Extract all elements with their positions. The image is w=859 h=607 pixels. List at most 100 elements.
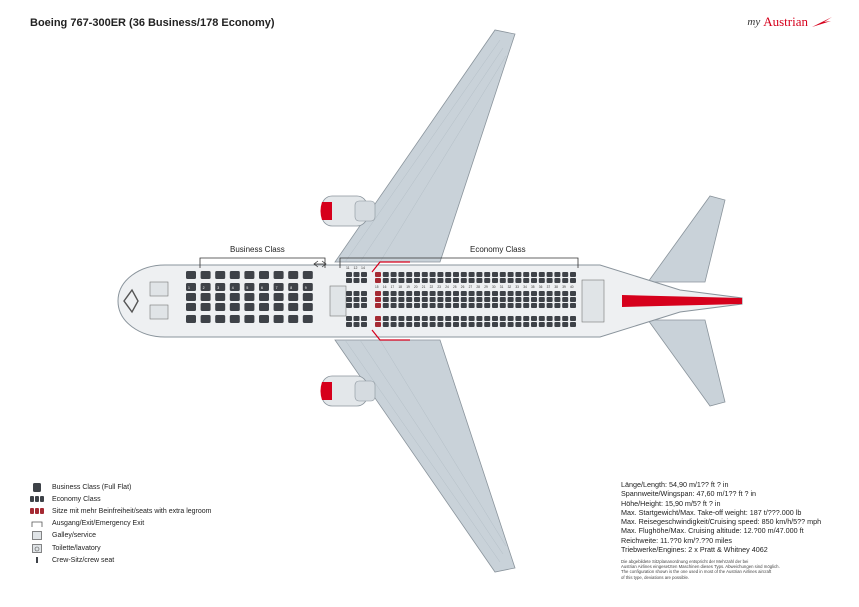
economy-seat[interactable] [406, 291, 413, 296]
economy-seat[interactable] [382, 297, 389, 302]
economy-seat[interactable] [507, 278, 514, 283]
economy-seat[interactable] [507, 322, 514, 327]
economy-seat[interactable] [390, 316, 397, 321]
economy-seat[interactable] [346, 303, 352, 308]
economy-seat[interactable] [414, 303, 420, 308]
economy-seat[interactable] [406, 272, 413, 277]
economy-seat[interactable] [398, 291, 405, 296]
economy-seat[interactable] [460, 316, 467, 321]
economy-seat[interactable] [546, 278, 553, 283]
economy-seat[interactable] [468, 272, 475, 277]
economy-seat[interactable] [570, 322, 576, 327]
economy-seat[interactable] [361, 322, 367, 327]
economy-seat[interactable] [570, 297, 576, 302]
economy-seat[interactable] [445, 291, 452, 296]
economy-seat[interactable] [468, 291, 475, 296]
business-seat[interactable] [229, 293, 240, 301]
economy-seat[interactable] [390, 303, 397, 308]
economy-seat[interactable] [476, 297, 483, 302]
economy-seat[interactable] [515, 272, 522, 277]
economy-seat[interactable] [515, 297, 522, 302]
economy-seat[interactable] [499, 322, 506, 327]
economy-seat[interactable] [353, 272, 360, 277]
economy-seat[interactable] [445, 322, 452, 327]
economy-seat[interactable] [460, 278, 467, 283]
economy-seat[interactable] [382, 303, 389, 308]
business-seat[interactable] [259, 283, 269, 291]
business-seat[interactable] [288, 303, 299, 311]
economy-seat[interactable] [421, 322, 428, 327]
economy-seat[interactable] [538, 322, 545, 327]
economy-seat[interactable] [554, 303, 561, 308]
business-seat[interactable] [215, 283, 226, 291]
economy-seat[interactable] [531, 272, 537, 277]
economy-seat[interactable] [460, 291, 467, 296]
extra-legroom-seat[interactable] [375, 303, 381, 308]
economy-seat[interactable] [353, 322, 360, 327]
economy-seat[interactable] [429, 303, 436, 308]
economy-seat[interactable] [414, 291, 420, 296]
economy-seat[interactable] [406, 322, 413, 327]
business-seat[interactable] [186, 293, 196, 301]
economy-seat[interactable] [398, 322, 405, 327]
business-seat[interactable] [200, 303, 211, 311]
business-seat[interactable] [186, 303, 196, 311]
business-seat[interactable] [259, 315, 269, 323]
economy-seat[interactable] [414, 297, 420, 302]
extra-legroom-seat[interactable] [375, 322, 381, 327]
business-seat[interactable] [302, 271, 313, 279]
economy-seat[interactable] [562, 272, 569, 277]
business-seat[interactable] [302, 315, 313, 323]
economy-seat[interactable] [538, 291, 545, 296]
economy-seat[interactable] [414, 322, 420, 327]
economy-seat[interactable] [562, 297, 569, 302]
business-seat[interactable] [229, 315, 240, 323]
economy-seat[interactable] [531, 278, 537, 283]
economy-seat[interactable] [531, 303, 537, 308]
business-seat[interactable] [244, 293, 255, 301]
business-seat[interactable] [215, 293, 226, 301]
business-seat[interactable] [244, 283, 255, 291]
business-seat[interactable] [302, 293, 313, 301]
economy-seat[interactable] [562, 322, 569, 327]
economy-seat[interactable] [361, 297, 367, 302]
economy-seat[interactable] [445, 272, 452, 277]
economy-seat[interactable] [476, 291, 483, 296]
economy-seat[interactable] [353, 297, 360, 302]
economy-seat[interactable] [499, 297, 506, 302]
economy-seat[interactable] [361, 316, 367, 321]
economy-seat[interactable] [562, 303, 569, 308]
economy-seat[interactable] [361, 278, 367, 283]
economy-seat[interactable] [346, 272, 352, 277]
business-seat[interactable] [229, 303, 240, 311]
economy-seat[interactable] [429, 316, 436, 321]
business-seat[interactable] [215, 315, 226, 323]
economy-seat[interactable] [538, 272, 545, 277]
economy-seat[interactable] [554, 291, 561, 296]
extra-legroom-seat[interactable] [375, 272, 381, 277]
economy-seat[interactable] [499, 303, 506, 308]
economy-seat[interactable] [437, 303, 444, 308]
business-seat[interactable] [259, 271, 269, 279]
economy-seat[interactable] [554, 322, 561, 327]
business-seat[interactable] [288, 315, 299, 323]
economy-seat[interactable] [507, 272, 514, 277]
economy-seat[interactable] [484, 303, 491, 308]
economy-seat[interactable] [429, 278, 436, 283]
economy-seat[interactable] [437, 291, 444, 296]
economy-seat[interactable] [421, 272, 428, 277]
economy-seat[interactable] [382, 278, 389, 283]
economy-seat[interactable] [531, 297, 537, 302]
economy-seat[interactable] [421, 278, 428, 283]
economy-seat[interactable] [445, 297, 452, 302]
economy-seat[interactable] [429, 322, 436, 327]
extra-legroom-seat[interactable] [375, 278, 381, 283]
economy-seat[interactable] [538, 303, 545, 308]
economy-seat[interactable] [453, 297, 459, 302]
economy-seat[interactable] [437, 322, 444, 327]
economy-seat[interactable] [437, 316, 444, 321]
business-seat[interactable] [215, 271, 226, 279]
economy-seat[interactable] [460, 272, 467, 277]
economy-seat[interactable] [414, 316, 420, 321]
economy-seat[interactable] [421, 291, 428, 296]
